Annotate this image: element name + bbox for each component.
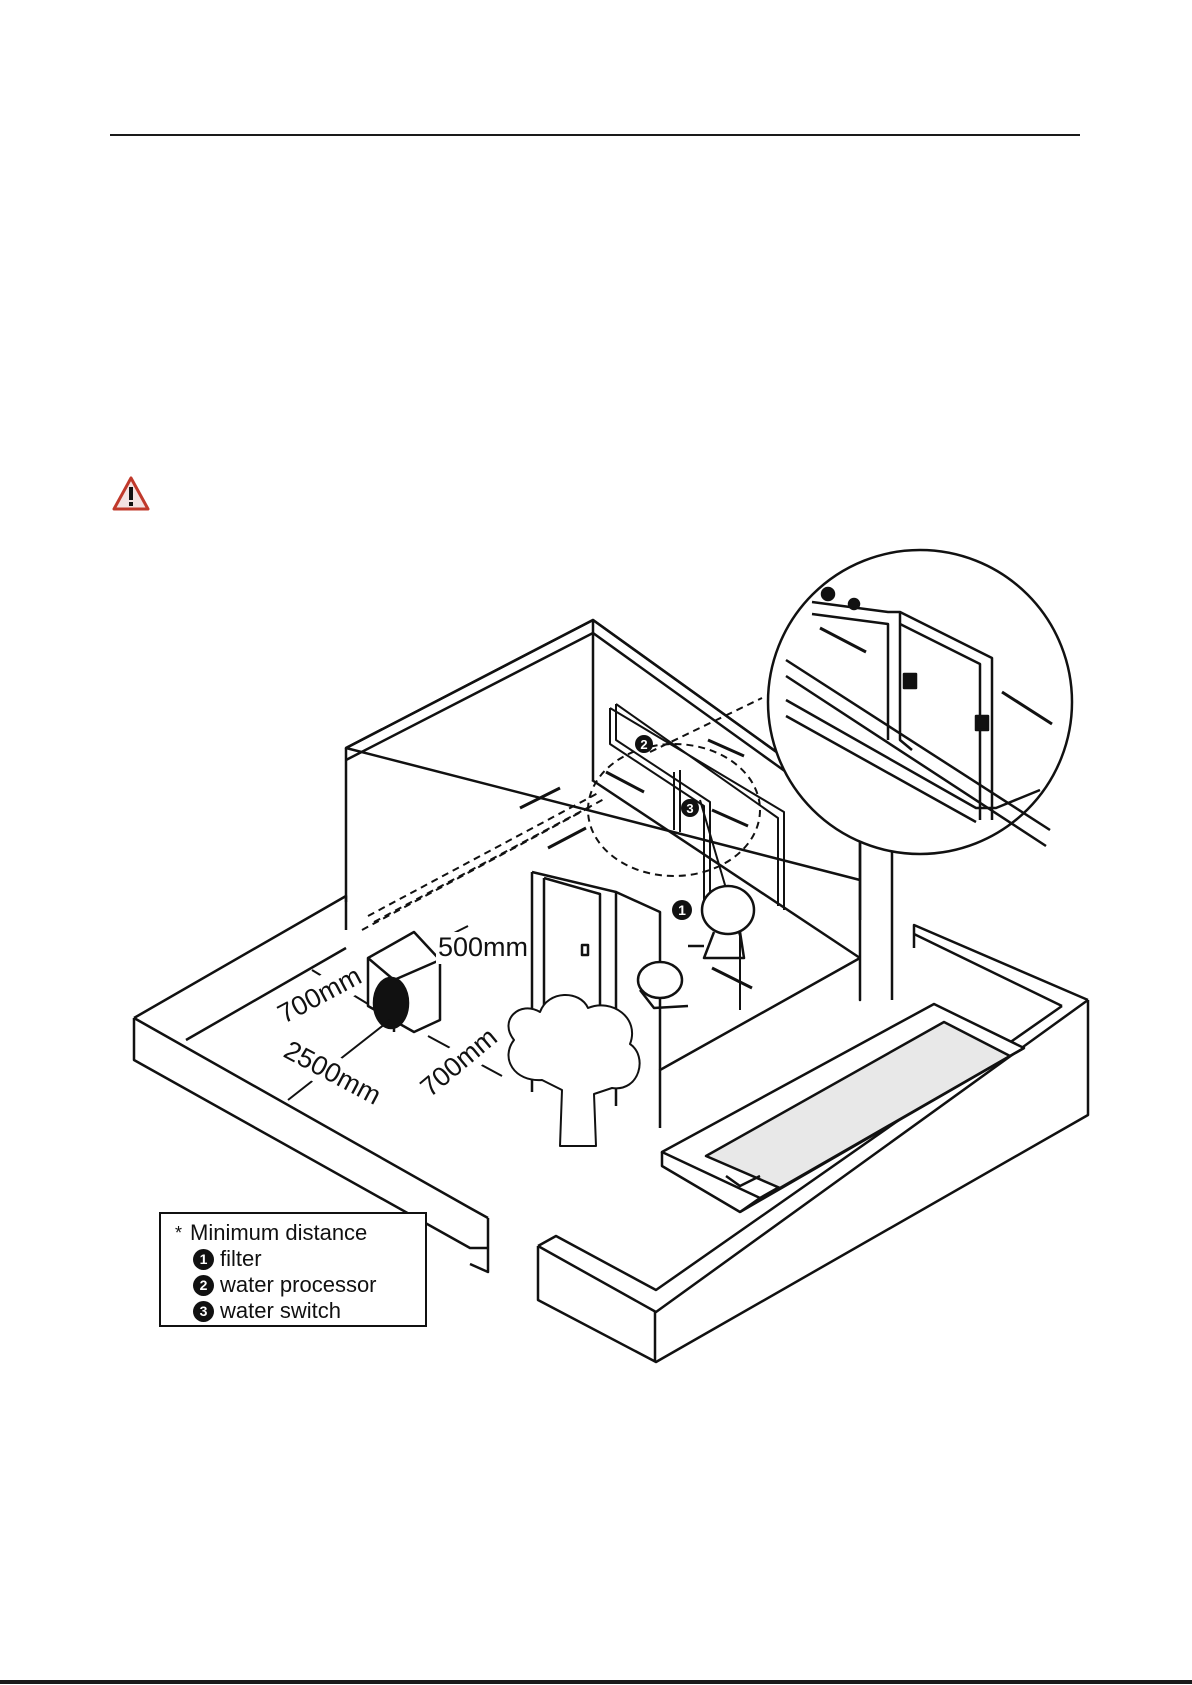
heat-pump-unit: [368, 932, 440, 1032]
legend-label-water-processor: water processor: [220, 1272, 377, 1298]
legend-num-1: 1: [193, 1249, 214, 1270]
bottom-rule: [0, 1680, 1192, 1684]
legend: * Minimum distance 1 filter 2 water proc…: [159, 1212, 427, 1327]
legend-label-filter: filter: [220, 1246, 262, 1272]
swimming-pool: [662, 1004, 1024, 1212]
magnified-detail: [768, 550, 1072, 854]
callout-3-text: 3: [686, 801, 693, 816]
legend-title: Minimum distance: [190, 1220, 367, 1246]
legend-item-water-switch: 3 water switch: [175, 1298, 425, 1324]
legend-item-water-processor: 2 water processor: [175, 1272, 425, 1298]
tree: [508, 995, 639, 1146]
dimension-700mm-right: 700mm: [415, 1022, 503, 1103]
legend-title-row: * Minimum distance: [175, 1220, 425, 1246]
dimension-500mm: 500mm: [438, 932, 528, 962]
filter-and-pump: [638, 886, 754, 1008]
legend-marker: *: [175, 1220, 182, 1246]
legend-label-water-switch: water switch: [220, 1298, 341, 1324]
legend-item-filter: 1 filter: [175, 1246, 425, 1272]
legend-num-3: 3: [193, 1301, 214, 1322]
dimension-2500mm: 2500mm: [279, 1035, 386, 1111]
legend-num-2: 2: [193, 1275, 214, 1296]
callout-2-text: 2: [640, 737, 647, 752]
callout-1-text: 1: [678, 902, 686, 918]
